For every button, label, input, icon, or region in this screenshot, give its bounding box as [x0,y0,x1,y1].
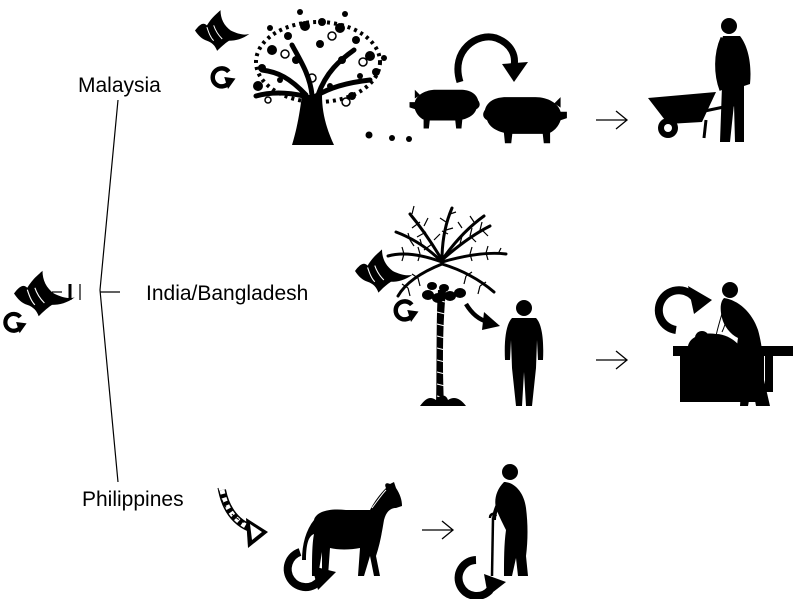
arrow-right-icon [596,110,629,130]
horse-icon [302,482,402,576]
india-cycle-arrow-icon [396,301,419,322]
arrow-right-icon [422,520,455,540]
region-label-philippines: Philippines [82,488,184,511]
horse-cycle-arrow-icon [283,548,336,592]
caregiver-with-patient-icon [673,282,793,406]
dashed-arrow-icon [217,487,268,548]
farmer-with-wheelbarrow-icon [648,18,751,142]
elderly-cycle-arrow-icon [454,556,506,599]
pig-to-pig-arrow-icon [454,33,528,84]
region-label-india-bangladesh: India/Bangladesh [146,282,309,305]
caregiver-cycle-arrow-icon [654,286,712,334]
region-label-malaysia: Malaysia [78,74,161,97]
elderly-person-with-cane-icon [488,464,528,577]
palm-to-human-arrow-icon [464,302,500,330]
malaysia-pig-icon [409,89,480,129]
malaysia-bat-icon [194,9,250,52]
date-palm-icon [386,205,508,406]
break-symbol [52,284,81,300]
fruit-tree-icon [253,9,387,145]
arrow-right-icon [596,350,629,370]
branch-lines [99,99,120,483]
bat-icon [13,270,76,317]
human-icon [504,300,544,406]
malaysia-cycle-arrow-icon [213,68,236,89]
dropping-dots [365,131,412,142]
malaysia-pig-icon [483,97,567,144]
cycle-arrow-icon [5,314,26,333]
